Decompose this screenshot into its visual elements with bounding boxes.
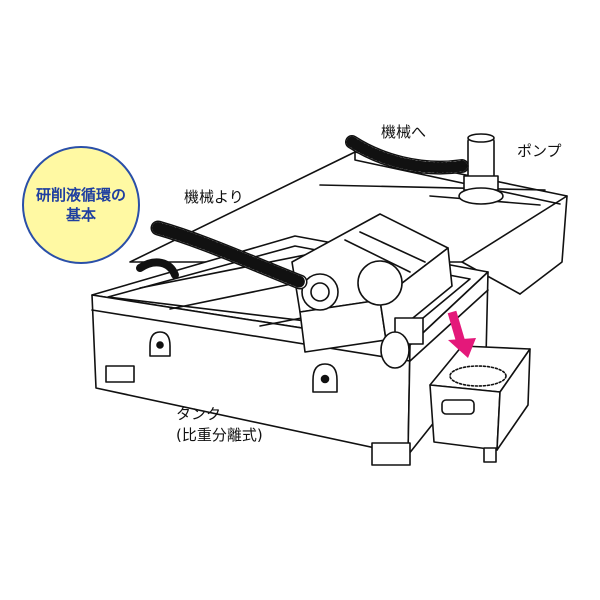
label-tank-line1: タンク [176,405,222,423]
label-tank: タンク (比重分離式) [176,404,263,446]
main-tank-foot-right [371,442,411,466]
pump [458,133,504,205]
gear-box [357,260,403,306]
badge-line-1: 研削液循環の [35,186,126,204]
label-to-machine: 機械へ [381,123,427,141]
motor [301,273,339,311]
label-pump: ポンプ [517,142,562,160]
separator-unit [291,213,453,369]
hose-to-machine [345,135,469,175]
sludge-box [429,345,531,463]
rear-tank-side [519,195,568,295]
label-tank-line2: (比重分離式) [176,426,263,444]
hose-from-machine [150,220,308,290]
return-pipe [136,258,179,279]
label-from-machine: 機械より [184,188,244,206]
badge-line-2: 基本 [65,206,96,224]
sludge-box-handle [441,399,475,415]
tank-handle-left [149,331,171,357]
tank-handle-right [312,363,338,393]
sludge-chips [449,365,507,387]
main-tank-foot-left [105,365,135,383]
flow-arrow [447,310,476,358]
title-badge: 研削液循環の 基本 [22,146,140,264]
